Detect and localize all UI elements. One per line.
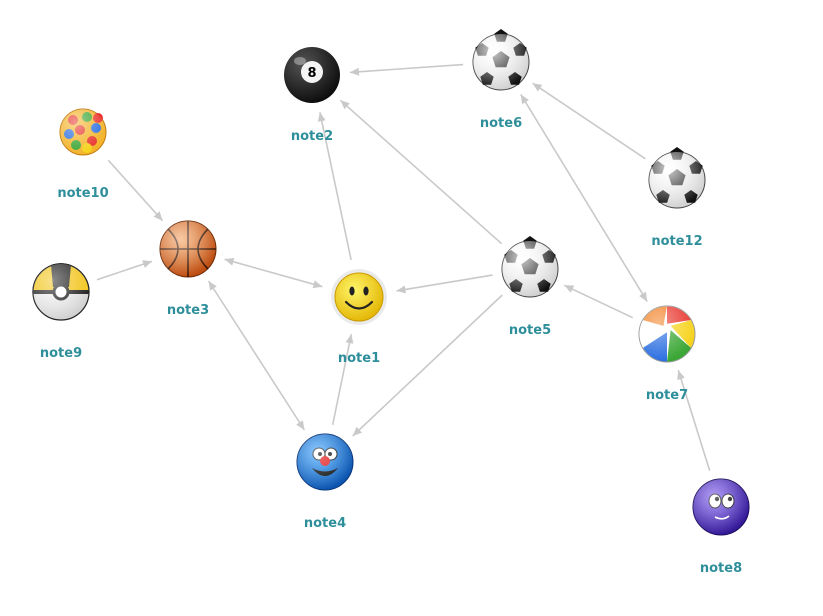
arrowhead-icon xyxy=(142,260,152,268)
arrowhead-icon xyxy=(352,426,362,436)
node-note7[interactable]: note7 xyxy=(638,305,696,403)
edge-note12-note6[interactable] xyxy=(532,82,646,160)
node-label: note4 xyxy=(304,516,346,531)
edge-line xyxy=(349,63,464,74)
purple-face-ball-icon xyxy=(692,478,750,536)
edge-line xyxy=(563,284,634,319)
beach-ball-icon xyxy=(638,305,696,363)
node-note8[interactable]: note8 xyxy=(692,478,750,576)
edge-note6-note7[interactable] xyxy=(520,93,648,303)
soccer-ball-icon xyxy=(648,147,706,209)
edge-note10-note3[interactable] xyxy=(107,159,164,222)
soccer-ball-icon xyxy=(472,29,530,91)
colorful-ball-icon xyxy=(59,108,107,156)
node-label: note7 xyxy=(646,388,688,403)
edge-line xyxy=(107,159,164,222)
arrowhead-icon xyxy=(564,285,575,293)
arrowhead-icon xyxy=(224,257,235,266)
arrowhead-icon xyxy=(345,334,354,344)
soccer-ball-icon xyxy=(501,236,559,298)
node-label: note5 xyxy=(509,323,551,338)
edge-line xyxy=(339,99,503,245)
arrowhead-icon xyxy=(340,100,350,110)
edge-note7-note5[interactable] xyxy=(563,284,634,319)
edge-line xyxy=(396,274,493,292)
node-label: note12 xyxy=(651,234,702,249)
arrowhead-icon xyxy=(317,112,326,122)
arrowhead-icon xyxy=(532,83,543,92)
arrowhead-icon xyxy=(639,291,648,302)
node-note12[interactable]: note12 xyxy=(648,147,706,249)
edge-note8-note7[interactable] xyxy=(677,370,711,471)
node-label: note8 xyxy=(700,561,742,576)
nodes-layer: note1 8 note2 note3 note4 note5 note6 note7 note… xyxy=(32,29,750,576)
edge-line xyxy=(331,334,353,425)
edge-note3-note4[interactable] xyxy=(207,280,306,431)
edge-note5-note1[interactable] xyxy=(396,274,493,294)
edge-note9-note3[interactable] xyxy=(96,260,153,281)
edge-note5-note2[interactable] xyxy=(339,99,503,245)
node-label: note1 xyxy=(338,351,380,366)
edge-note3-note1[interactable] xyxy=(224,257,323,289)
edge-line xyxy=(96,260,153,281)
node-note5[interactable]: note5 xyxy=(501,236,559,338)
node-label: note9 xyxy=(40,346,82,361)
edge-line xyxy=(520,93,648,303)
node-note6[interactable]: note6 xyxy=(472,29,530,131)
svg-text:8: 8 xyxy=(307,66,316,81)
blue-face-ball-icon xyxy=(296,433,354,491)
edge-line xyxy=(319,112,352,260)
edge-note4-note1[interactable] xyxy=(331,334,354,425)
node-note2[interactable]: 8 note2 xyxy=(284,47,340,144)
node-note4[interactable]: note4 xyxy=(296,433,354,531)
edge-line xyxy=(532,82,646,160)
basketball-icon xyxy=(159,220,217,278)
edge-line xyxy=(352,294,503,437)
edges-layer xyxy=(96,63,711,471)
arrowhead-icon xyxy=(208,281,217,291)
arrowhead-icon xyxy=(296,420,305,430)
arrowhead-icon xyxy=(349,67,360,76)
node-label: note2 xyxy=(291,129,333,144)
node-note3[interactable]: note3 xyxy=(159,220,217,318)
node-note1[interactable]: note1 xyxy=(331,269,387,366)
node-label: note3 xyxy=(167,303,209,318)
node-label: note6 xyxy=(480,116,522,131)
edge-line xyxy=(677,370,711,471)
edge-note6-note2[interactable] xyxy=(349,63,464,76)
arrowhead-icon xyxy=(153,211,163,221)
ultra-ball-icon xyxy=(32,263,90,321)
node-label: note10 xyxy=(57,186,108,201)
edge-note1-note2[interactable] xyxy=(317,112,352,260)
edge-line xyxy=(224,258,323,288)
arrowhead-icon xyxy=(677,370,685,381)
edge-note5-note4[interactable] xyxy=(352,294,503,437)
arrowhead-icon xyxy=(520,94,529,105)
edge-line xyxy=(207,280,306,431)
arrowhead-icon xyxy=(396,285,406,294)
node-note9[interactable]: note9 xyxy=(32,263,90,361)
node-note10[interactable]: note10 xyxy=(57,108,109,201)
eight-ball-icon: 8 xyxy=(284,47,340,103)
arrowhead-icon xyxy=(312,280,323,289)
smiley-ball-icon xyxy=(331,269,387,325)
